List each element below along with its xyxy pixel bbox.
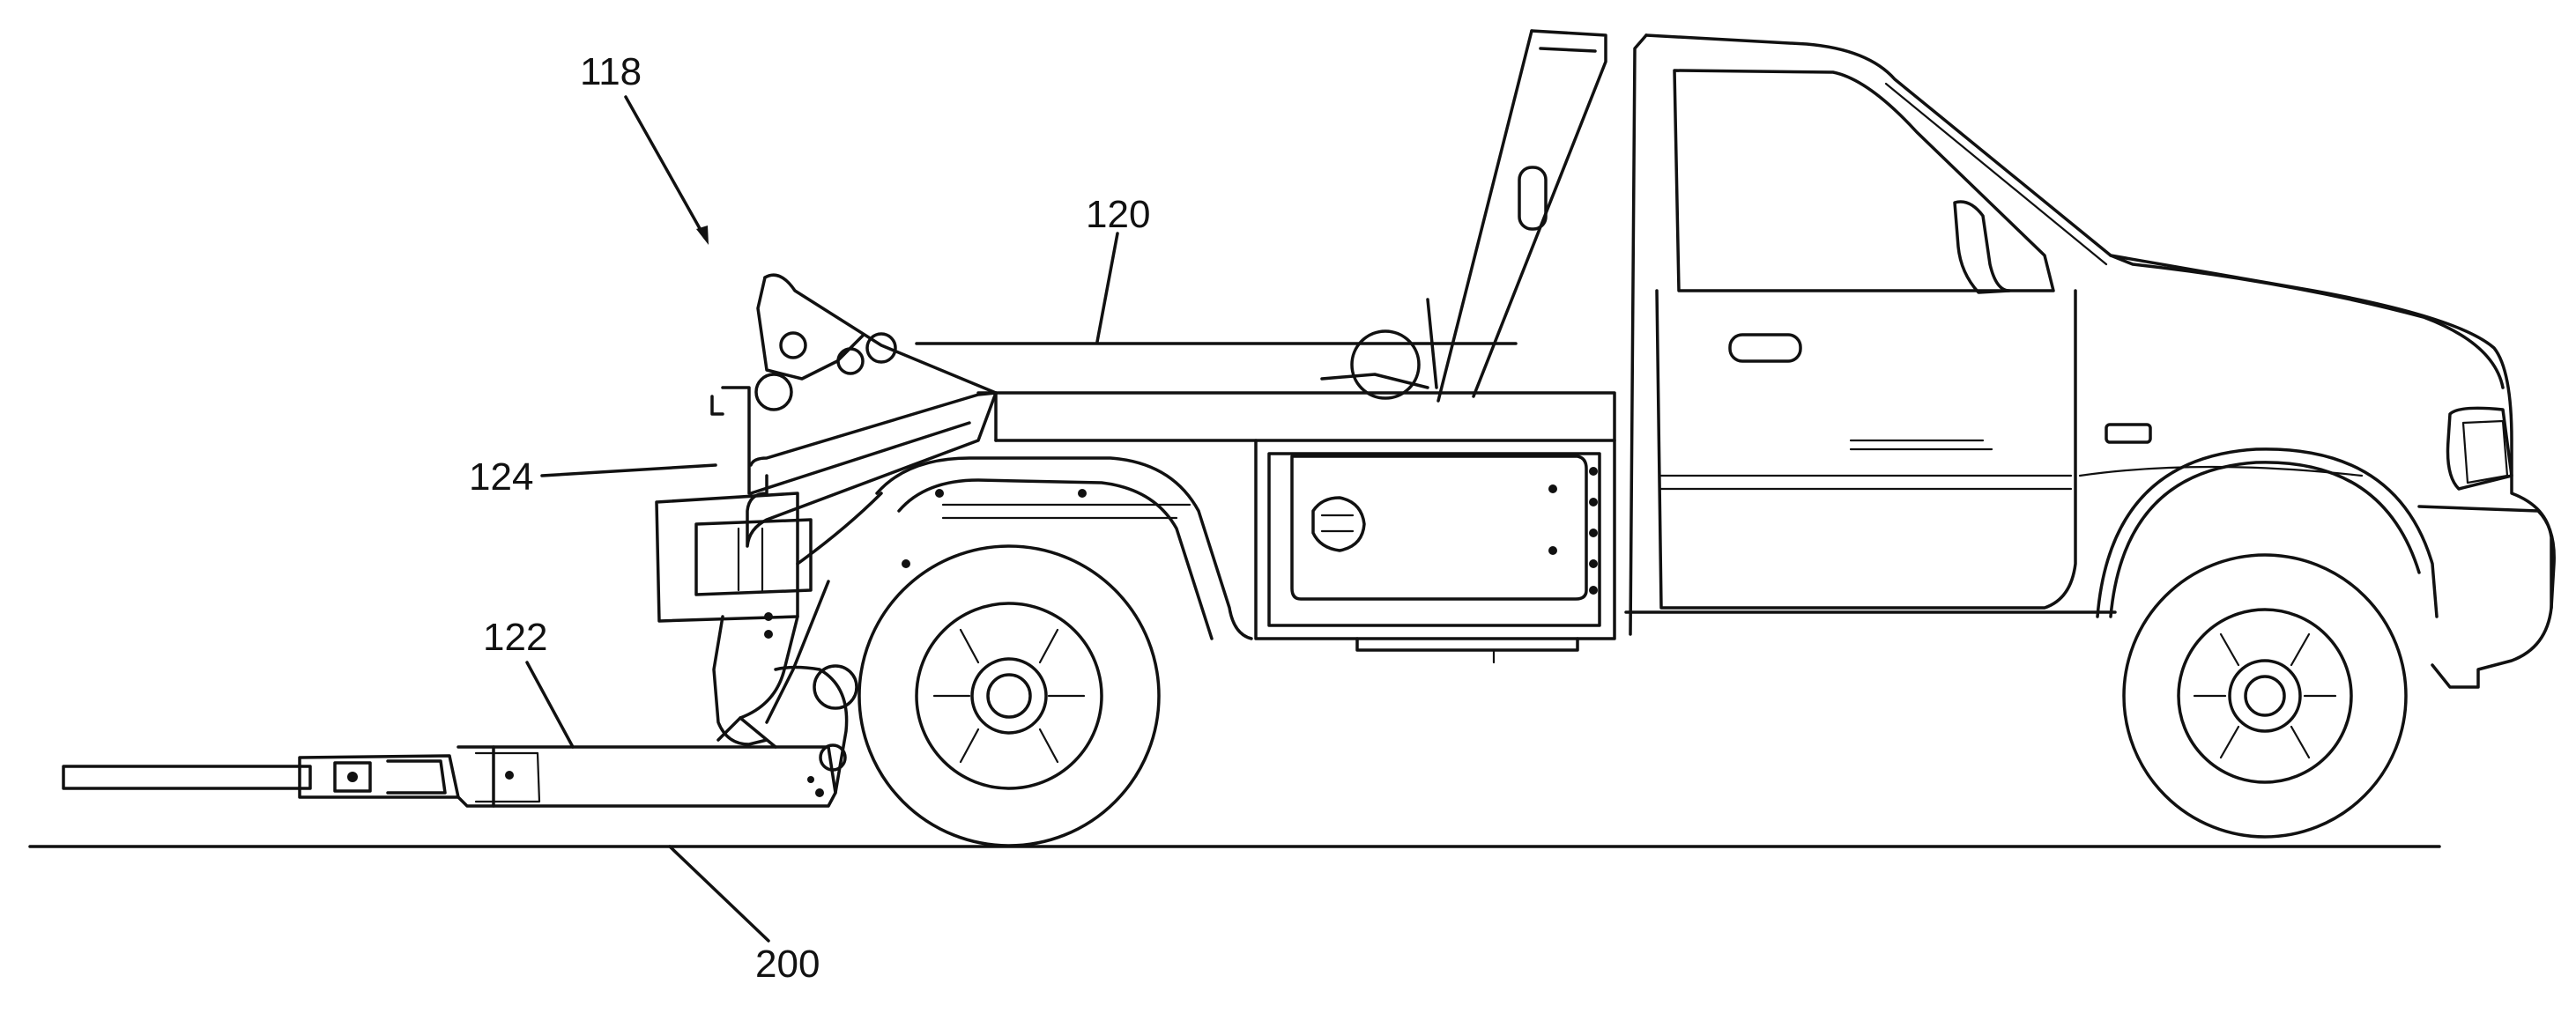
service-body: [877, 31, 1615, 662]
truck-cab: [1626, 35, 2554, 687]
callout-118: 118: [580, 50, 709, 245]
ref-122-label: 122: [483, 616, 547, 659]
ref-124-label: 124: [469, 455, 533, 499]
front-wheel: [2097, 449, 2437, 837]
callout-200: 200: [670, 847, 820, 986]
callout-124: 124: [469, 455, 716, 499]
rear-wheel: [859, 546, 1159, 846]
ref-200-label: 200: [755, 943, 820, 986]
callout-120: 120: [1086, 193, 1150, 342]
ref-118-label: 118: [580, 50, 642, 93]
ref-120-label: 120: [1086, 193, 1150, 236]
callout-122: 122: [483, 616, 573, 747]
